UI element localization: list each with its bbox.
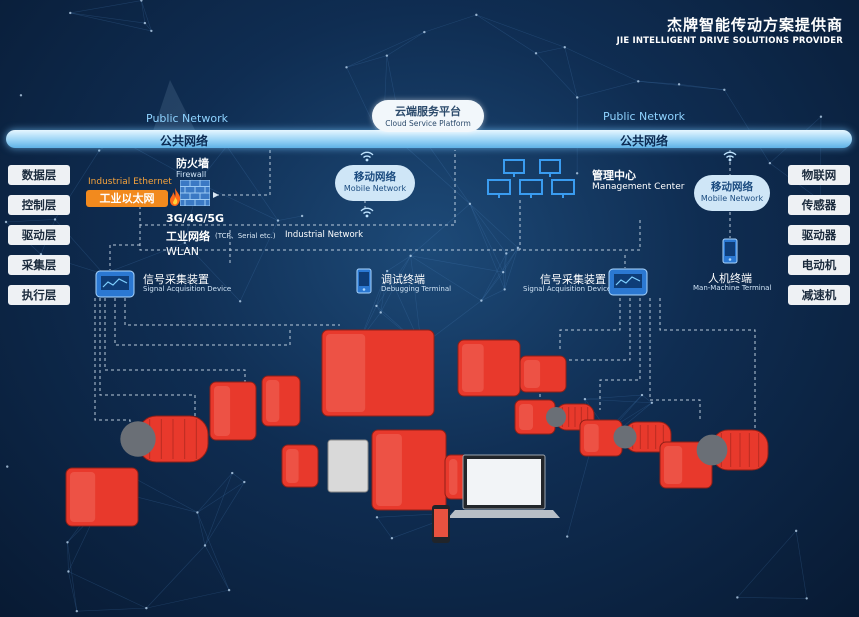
debugging-terminal-icon <box>356 268 372 294</box>
arrow-head <box>213 192 219 198</box>
mobile-network-left-en: Mobile Network <box>343 184 407 193</box>
servo-gearbox <box>65 467 139 527</box>
signal-device-right-icon <box>608 268 648 296</box>
man-machine-terminal-icon <box>722 238 738 264</box>
connection-0 <box>215 150 271 196</box>
public-network-bar <box>6 130 852 148</box>
connection-12 <box>99 298 196 420</box>
mobile-network-right: 移动网络 Mobile Network <box>694 175 770 211</box>
signal-device-left-en: Signal Acquisition Device <box>143 285 232 293</box>
wifi-icon-right <box>723 151 737 162</box>
motor-with-drive <box>371 429 447 511</box>
mobile-network-right-cn: 移动网络 <box>711 181 753 193</box>
planetary-gearbox <box>457 339 521 397</box>
industrial-ethernet-tag: 工业以太网 <box>86 190 168 207</box>
industrial-network-cn: 工业网络 <box>166 230 210 243</box>
helical-gearbox-1 <box>514 399 556 435</box>
worm-reducer-small <box>261 375 301 427</box>
header-title-en: JIE INTELLIGENT DRIVE SOLUTIONS PROVIDER <box>616 36 843 46</box>
firewall-label-en: Firewall <box>176 170 207 179</box>
industrial-network-detail: (TCP、Serial etc.) <box>215 232 276 240</box>
management-monitors-icon <box>487 159 575 198</box>
industrial-ethernet-en: Industrial Ethernet <box>88 177 172 187</box>
cloud-service-platform: 云端服务平台 Cloud Service Platform <box>372 100 484 132</box>
smartphone-icon <box>432 505 450 543</box>
industrial-network-en: Industrial Network <box>285 230 364 240</box>
header-title-cn: 杰牌智能传动方案提供商 <box>666 16 843 34</box>
layer-drive: 驱动层 <box>8 225 70 245</box>
helical-gearbox-2 <box>579 419 623 457</box>
public-network-left-en: Public Network <box>146 112 228 125</box>
public-network-left-cn: 公共网络 <box>160 134 209 148</box>
management-center-en: Management Center <box>592 182 685 192</box>
motor-left-small <box>120 415 209 463</box>
connection-4 <box>109 244 140 270</box>
layer-execution: 执行层 <box>8 285 70 305</box>
flame-icon <box>170 188 181 206</box>
helical-motor-2 <box>613 421 672 453</box>
connection-15 <box>559 298 621 350</box>
signal-device-left-icon <box>95 270 135 298</box>
cellular-label: 3G/4G/5G <box>166 212 225 225</box>
wifi-icon-left-lower <box>360 207 374 218</box>
laptop-icon <box>448 454 560 518</box>
layer-iot: 物联网 <box>788 165 850 185</box>
connection-18 <box>649 298 701 420</box>
management-center-cn: 管理中心 <box>592 169 636 182</box>
motor-right-large <box>696 429 769 471</box>
public-network-right-en: Public Network <box>603 110 685 123</box>
firewall-label-cn: 防火墙 <box>176 157 209 170</box>
wlan-label: WLAN <box>166 245 200 258</box>
man-machine-terminal-cn: 人机终端 <box>708 272 752 285</box>
signal-device-right-en: Signal Acquisition Device <box>523 285 612 293</box>
equipment-illustrations <box>65 329 769 543</box>
cloud-platform-en: Cloud Service Platform <box>385 119 471 128</box>
industrial-gearbox-large <box>321 329 435 417</box>
layer-sensor: 传感器 <box>788 195 850 215</box>
connection-14 <box>124 298 340 326</box>
worm-reducer-left <box>209 381 257 441</box>
layer-reducer: 减速机 <box>788 285 850 305</box>
signal-device-left-cn: 信号采集装置 <box>143 273 209 286</box>
connection-19 <box>659 298 756 430</box>
connection-16 <box>539 298 631 400</box>
connection-10 <box>114 298 291 346</box>
man-machine-terminal-en: Man-Machine Terminal <box>693 284 772 292</box>
layer-acquisition: 采集层 <box>8 255 70 275</box>
mobile-network-left: 移动网络 Mobile Network <box>335 165 415 201</box>
inverter-unit-2 <box>327 439 369 493</box>
inverter-unit-1 <box>281 444 319 488</box>
wifi-icon-left <box>360 151 374 162</box>
public-network-right-cn: 公共网络 <box>620 134 669 148</box>
layer-driver: 驱动器 <box>788 225 850 245</box>
signal-device-right-cn: 信号采集装置 <box>540 273 606 286</box>
layer-motor: 电动机 <box>788 255 850 275</box>
right-angle-gearbox <box>519 355 567 393</box>
firewall-icon <box>180 180 210 206</box>
layer-data: 数据层 <box>8 165 70 185</box>
connection-2 <box>139 220 641 251</box>
layer-control: 控制层 <box>8 195 70 215</box>
debugging-terminal-en: Debugging Terminal <box>381 285 452 293</box>
mobile-network-right-en: Mobile Network <box>700 194 764 203</box>
debugging-terminal-cn: 调试终端 <box>381 273 425 286</box>
cloud-platform-cn: 云端服务平台 <box>395 105 461 118</box>
connection-17 <box>599 298 641 410</box>
mobile-network-left-cn: 移动网络 <box>354 171 396 183</box>
connection-1 <box>139 150 456 226</box>
